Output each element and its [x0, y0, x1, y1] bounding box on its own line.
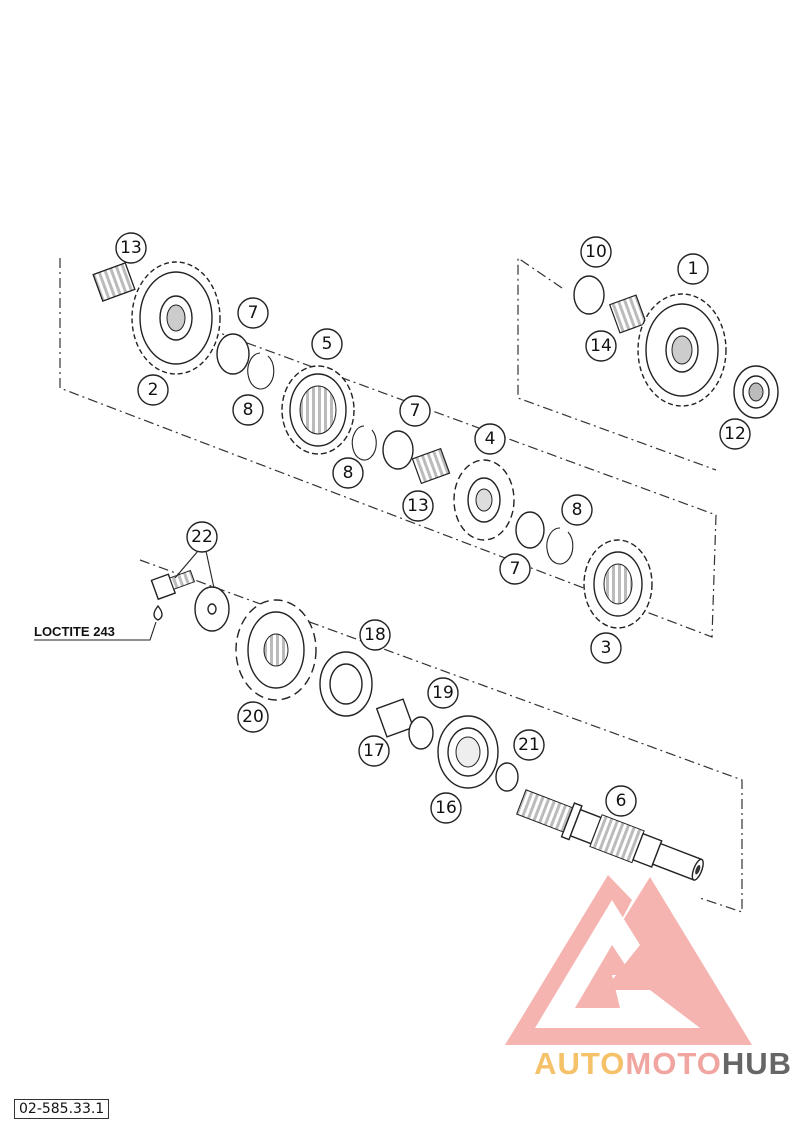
washer-10	[573, 275, 605, 315]
svg-text:1: 1	[688, 259, 699, 279]
watermark-logo	[505, 875, 752, 1045]
upper-shaft-outline	[59, 258, 717, 638]
callout-1: 1	[677, 253, 709, 285]
callout-2: 2	[137, 374, 169, 406]
svg-text:20: 20	[242, 707, 264, 727]
drawing-number: 02-585.33.1	[14, 1099, 110, 1119]
callout-7c: 7	[499, 553, 531, 585]
callout-3: 3	[590, 632, 622, 664]
svg-text:5: 5	[322, 334, 333, 354]
bolt-22	[150, 569, 196, 601]
callout-8b: 8	[332, 457, 364, 489]
loctite-label: LOCTITE 243	[34, 624, 115, 639]
callout-16: 16	[430, 792, 462, 824]
svg-text:7: 7	[410, 401, 421, 421]
svg-text:8: 8	[343, 463, 354, 483]
leader-22-bolt	[174, 550, 199, 579]
gear-5	[281, 365, 355, 455]
callout-13b: 13	[402, 490, 434, 522]
callout-22: 22	[186, 521, 218, 553]
callout-21: 21	[513, 729, 545, 761]
svg-text:6: 6	[616, 791, 627, 811]
needle-bearing-13	[92, 262, 136, 302]
loctite-drop-icon	[153, 604, 163, 621]
callout-14: 14	[585, 330, 617, 362]
svg-text:13: 13	[120, 238, 142, 258]
gear-4	[453, 459, 515, 541]
circlip-8b	[351, 425, 377, 461]
svg-text:16: 16	[435, 798, 457, 818]
svg-text:22: 22	[191, 527, 213, 547]
lower-shaft-outline	[139, 559, 743, 913]
main-shaft-6	[516, 789, 704, 881]
gear-1	[637, 293, 727, 407]
o-ring-19	[408, 716, 434, 750]
svg-text:7: 7	[510, 559, 521, 579]
svg-text:17: 17	[363, 741, 385, 761]
ball-bearing-12	[733, 365, 779, 419]
svg-text:3: 3	[601, 638, 612, 658]
needle-bearing-13b	[411, 447, 451, 485]
callout-4: 4	[474, 423, 506, 455]
seal-18	[319, 651, 373, 717]
callout-20: 20	[237, 701, 269, 733]
callout-8c: 8	[561, 494, 593, 526]
callout-12: 12	[719, 418, 751, 450]
spacer-17	[375, 698, 415, 738]
washer-7c	[515, 511, 545, 549]
svg-text:19: 19	[432, 683, 454, 703]
callout-18: 18	[359, 619, 391, 651]
watermark-text: AUTOMOTOHUB	[534, 1046, 792, 1081]
callout-5: 5	[311, 328, 343, 360]
washer-7b	[382, 430, 414, 470]
callout-7b: 7	[399, 395, 431, 427]
gear-2	[131, 261, 221, 375]
svg-text:12: 12	[724, 424, 746, 444]
callout-10: 10	[580, 236, 612, 268]
svg-text:18: 18	[364, 625, 386, 645]
o-ring-21	[495, 762, 519, 792]
svg-text:8: 8	[243, 400, 254, 420]
leader-22-washer	[205, 550, 215, 589]
callout-13a: 13	[115, 232, 147, 264]
gear-3	[583, 539, 653, 629]
svg-text:8: 8	[572, 500, 583, 520]
svg-text:21: 21	[518, 735, 540, 755]
svg-text:4: 4	[485, 429, 496, 449]
washer-7a	[216, 333, 250, 375]
svg-text:2: 2	[148, 380, 159, 400]
sprocket-20	[235, 599, 317, 701]
callout-8a: 8	[232, 394, 264, 426]
callout-17: 17	[358, 735, 390, 767]
svg-text:14: 14	[590, 336, 612, 356]
circlip-8c	[546, 527, 574, 565]
svg-text:13: 13	[407, 496, 429, 516]
needle-bearing-14	[608, 294, 648, 334]
svg-text:7: 7	[248, 303, 259, 323]
callout-19: 19	[427, 677, 459, 709]
circlip-8a	[247, 352, 275, 390]
callout-6: 6	[605, 785, 637, 817]
ball-bearing-16	[437, 715, 499, 789]
washer-22-hole	[207, 603, 217, 615]
svg-text:10: 10	[585, 242, 607, 262]
callout-7a: 7	[237, 297, 269, 329]
right-group-outline	[517, 256, 717, 471]
loctite-leader	[34, 621, 157, 641]
